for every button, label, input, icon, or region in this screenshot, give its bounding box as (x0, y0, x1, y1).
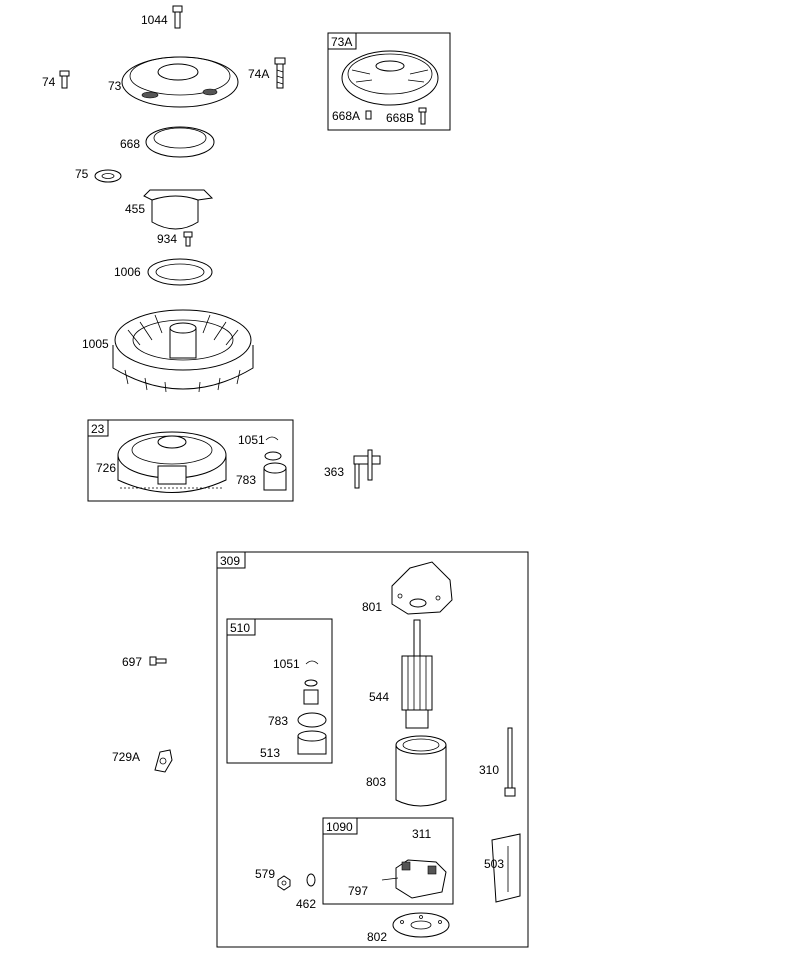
end-cap-801-part (391, 561, 453, 615)
label-462: 462 (296, 897, 316, 911)
screw-74-part (59, 70, 70, 89)
fan-1005-part (112, 309, 254, 393)
screw-697-part (149, 656, 167, 666)
label-503: 503 (484, 857, 504, 871)
label-75: 75 (75, 167, 89, 181)
clip-729a-part (154, 749, 173, 773)
label-783b: 783 (268, 714, 288, 728)
label-668b: 668B (386, 111, 414, 125)
label-803: 803 (366, 775, 386, 789)
cup-455-part (143, 189, 214, 230)
nut-579-part (277, 875, 291, 891)
label-1051b: 1051 (273, 657, 300, 671)
washer-462-part (306, 873, 316, 887)
label-73: 73 (108, 79, 122, 93)
housing-803-part (395, 735, 447, 807)
box-label-309: 309 (220, 554, 240, 568)
kit-box-510: 510 (226, 618, 333, 764)
box-label-510: 510 (230, 621, 250, 635)
label-1044: 1044 (141, 13, 168, 27)
box-label-73a: 73A (331, 35, 352, 49)
label-802: 802 (367, 930, 387, 944)
label-726: 726 (96, 461, 116, 475)
label-310: 310 (479, 763, 499, 777)
bolt-1044-part (172, 5, 183, 29)
end-plate-802-part (392, 912, 450, 938)
label-729a: 729A (112, 750, 140, 764)
bracket-363-part (353, 449, 381, 489)
label-455: 455 (125, 202, 145, 216)
label-74a: 74A (248, 67, 269, 81)
kit-box-1090: 1090 (322, 817, 454, 905)
label-668a: 668A (332, 109, 360, 123)
label-513: 513 (260, 746, 280, 760)
label-579: 579 (255, 867, 275, 881)
label-544: 544 (369, 690, 389, 704)
label-934: 934 (157, 232, 177, 246)
label-1051a: 1051 (238, 433, 265, 447)
label-74: 74 (42, 75, 56, 89)
label-797: 797 (348, 884, 368, 898)
label-1005: 1005 (82, 337, 109, 351)
armature-544-part (401, 619, 433, 729)
washer-75-part (94, 169, 122, 183)
label-668: 668 (120, 137, 140, 151)
label-783a: 783 (236, 473, 256, 487)
label-801: 801 (362, 600, 382, 614)
screw-74a-part (274, 57, 286, 89)
screw-934-part (183, 231, 193, 247)
label-311: 311 (412, 827, 431, 841)
screen-668-part (145, 126, 215, 158)
kit-box-73a: 73A (327, 32, 451, 131)
label-1006: 1006 (114, 265, 141, 279)
bolt-310-part (504, 727, 516, 797)
kit-box-309: 309 (216, 551, 529, 948)
label-363: 363 (324, 465, 344, 479)
box-label-23: 23 (91, 422, 105, 436)
label-697: 697 (122, 655, 142, 669)
box-label-1090: 1090 (326, 820, 353, 834)
plate-503-part (491, 833, 521, 903)
kit-box-23: 23 (87, 419, 294, 502)
cover-73-part (121, 56, 239, 108)
ring-1006-part (147, 258, 213, 286)
